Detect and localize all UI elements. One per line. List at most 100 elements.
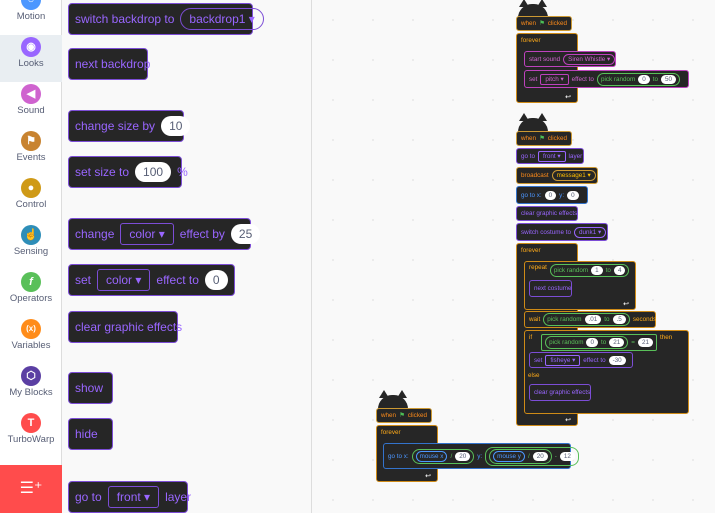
block-text: =: [631, 339, 635, 346]
block-text: front: [116, 490, 141, 504]
speaker-icon: ◀: [21, 84, 41, 104]
category-label: Control: [15, 199, 47, 210]
block-label: next backdrop: [75, 57, 151, 71]
costume-dropdown[interactable]: dunk1 ▾: [574, 226, 607, 238]
effect-dropdown[interactable]: color ▾: [120, 223, 174, 245]
flag-icon: ⚑: [21, 131, 41, 151]
divide-block[interactable]: mouse y/20: [489, 448, 552, 464]
when-flag-clicked-block[interactable]: when⚑clicked: [516, 16, 572, 31]
when-flag-clicked-block[interactable]: when⚑clicked: [516, 131, 572, 146]
add-extension-button[interactable]: ☰⁺: [0, 465, 62, 513]
category-sensing[interactable]: ☝Sensing: [0, 223, 62, 270]
backdrop-dropdown[interactable]: backdrop1 ▾: [180, 8, 264, 30]
category-my-blocks[interactable]: ⬡My Blocks: [0, 364, 62, 411]
mouse-x-block[interactable]: mouse x: [415, 450, 448, 462]
effect-dropdown[interactable]: color ▾: [97, 269, 151, 291]
category-variables[interactable]: (x)Variables: [0, 317, 62, 364]
clear-effects-block[interactable]: clear graphic effects: [529, 384, 591, 401]
block-text: -30: [608, 355, 626, 365]
block-text: 20: [455, 451, 471, 461]
effect-dropdown[interactable]: fisheye ▾: [545, 354, 581, 366]
block-text: effect to: [571, 75, 594, 83]
block-text: pick random: [600, 75, 636, 83]
category-looks[interactable]: ◉Looks: [0, 35, 62, 82]
category-label: Sound: [17, 105, 45, 116]
block-text: dunk1: [579, 228, 597, 236]
block-label: show: [75, 381, 104, 395]
sound-dropdown[interactable]: Siren Whistle ▾: [563, 53, 616, 65]
effect-input[interactable]: 0: [204, 270, 228, 290]
category-label: Sensing: [13, 246, 49, 257]
divide-block[interactable]: mouse x/20: [411, 448, 475, 464]
block-label: set size to: [75, 165, 130, 179]
layer-dropdown[interactable]: front ▾: [538, 150, 566, 162]
block-text: forever: [521, 247, 541, 254]
effect-dropdown[interactable]: pitch ▾: [540, 73, 569, 85]
block-text: pick random: [553, 267, 589, 274]
control-icon: ●: [21, 178, 41, 198]
variable-icon: (x): [21, 319, 41, 339]
category-events[interactable]: ⚑Events: [0, 129, 62, 176]
show-block[interactable]: show: [68, 372, 113, 404]
next-backdrop-block[interactable]: next backdrop: [68, 48, 151, 80]
mouse-y-block[interactable]: mouse y: [493, 450, 525, 462]
clear-effects-block[interactable]: clear graphic effects: [68, 311, 182, 343]
green-flag-icon: ⚑: [539, 20, 545, 27]
category-motion[interactable]: ○Motion: [0, 0, 62, 35]
forever-block[interactable]: forever↩: [516, 33, 578, 103]
block-label: clear graphic effects: [75, 320, 183, 334]
effect-input[interactable]: 25: [230, 224, 261, 244]
block-text: effect to: [583, 356, 606, 364]
subtract-block[interactable]: mouse y/20-12: [485, 446, 579, 466]
message-dropdown[interactable]: message1 ▾: [551, 170, 596, 181]
category-control[interactable]: ●Control: [0, 176, 62, 223]
size-input[interactable]: 100: [135, 162, 172, 182]
block-text: broadcast: [521, 172, 549, 179]
category-label: Events: [16, 152, 46, 163]
block-text: clicked: [407, 412, 427, 419]
block-label: layer: [165, 490, 192, 504]
else-label: else: [524, 370, 554, 381]
loop-arrow-icon: ↩: [565, 417, 571, 424]
block-label: effect to: [156, 273, 199, 287]
size-input[interactable]: 10: [161, 116, 191, 136]
cube-icon: ⬡: [21, 366, 41, 386]
clear-effects-block[interactable]: clear graphic effects: [516, 206, 578, 221]
block-text: forever: [381, 429, 401, 436]
block-text: message1: [556, 172, 586, 179]
block-text: .01: [584, 315, 602, 324]
next-costume-block[interactable]: next costume: [529, 280, 572, 297]
loop-arrow-icon: ↩: [425, 473, 431, 480]
block-text: 0: [567, 190, 579, 200]
when-flag-clicked-block[interactable]: when⚑clicked: [376, 408, 432, 423]
block-text: 4: [613, 266, 626, 275]
hide-block[interactable]: hide: [68, 418, 113, 450]
category-sound[interactable]: ◀Sound: [0, 82, 62, 129]
block-text: clicked: [547, 20, 567, 27]
block-text: 21: [637, 338, 653, 347]
block-text: clicked: [547, 135, 567, 142]
layer-dropdown[interactable]: front ▾: [107, 486, 160, 508]
